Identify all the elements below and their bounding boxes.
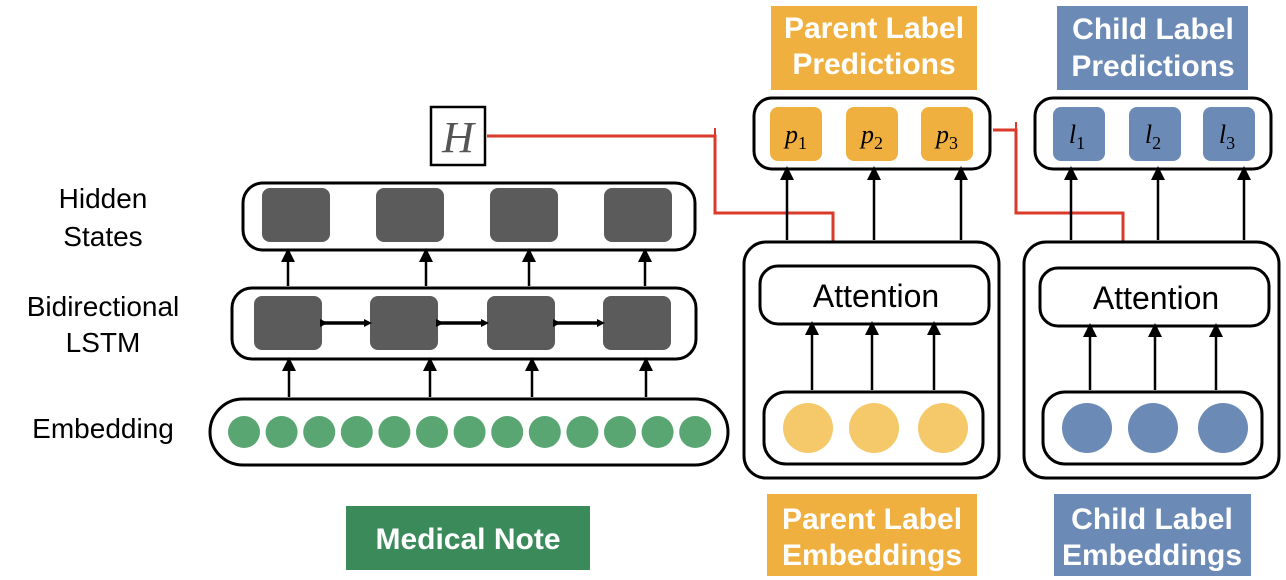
lstm-cell (254, 296, 322, 350)
child-embeddings-line2: Embeddings (1062, 539, 1242, 572)
embedding-dot (378, 416, 411, 448)
child-attention-label: Attention (1093, 280, 1219, 316)
hidden-states-container (241, 181, 697, 252)
embedding-dot (228, 416, 260, 448)
embedding-dot (265, 416, 298, 448)
h-symbol: H (441, 113, 476, 162)
parent-output-cell (921, 107, 973, 161)
hidden-state-cell (490, 188, 558, 242)
parent-embedding-dot (918, 403, 968, 453)
embedding-dot (566, 416, 599, 448)
child-output-cell (1203, 107, 1255, 161)
child-output-cell (1129, 107, 1181, 161)
hidden-states-label-line2: States (63, 221, 142, 252)
embedding-dot (340, 416, 373, 448)
embedding-label: Embedding (32, 413, 174, 444)
embedding-dot (453, 416, 486, 448)
parent-attention-label: Attention (813, 278, 939, 314)
child-embedding-dot (1198, 403, 1248, 453)
embedding-dots (228, 416, 712, 448)
child-output-cell (1053, 107, 1105, 161)
child-output-label: l3 (1219, 120, 1235, 153)
child-predictions-line1: Child Label (1072, 13, 1234, 46)
hidden-state-cell (604, 188, 672, 242)
hidden-state-cell (262, 188, 330, 242)
lstm-cell (487, 296, 555, 350)
parent-to-child-attention-connector (993, 128, 1131, 265)
parent-predictions-line1: Parent Label (784, 12, 964, 45)
child-embedding-dot (1062, 403, 1112, 453)
embedding-dot (641, 416, 674, 448)
embedding-dot (679, 416, 712, 448)
child-predictions-badge (1057, 6, 1248, 90)
embedding-dot (528, 416, 561, 448)
parent-output-label: p1 (783, 120, 807, 153)
parent-predictions-line2: Predictions (792, 48, 955, 81)
parent-output-label: p2 (859, 120, 883, 153)
child-embeddings-line1: Child Label (1071, 503, 1233, 536)
child-embedding-dot (1128, 403, 1178, 453)
parent-embedding-dot (849, 403, 899, 453)
embedding-dot (604, 416, 636, 448)
bilstm-label-line1: Bidirectional (27, 291, 180, 322)
medical-note-badge (346, 506, 590, 570)
hidden-state-cell (376, 188, 444, 242)
lstm-cell (603, 296, 671, 350)
parent-embeddings-line1: Parent Label (782, 503, 962, 536)
parent-output-cell (846, 107, 898, 161)
embedding-dot (303, 416, 336, 448)
child-output-label: l2 (1145, 120, 1161, 153)
h-matrix-box (429, 105, 487, 167)
medical-note-text: Medical Note (375, 523, 560, 556)
child-predictions-line2: Predictions (1071, 50, 1234, 83)
embedding-dot (491, 416, 524, 448)
embedding-dot (416, 416, 448, 448)
hidden-states-label-line1: Hidden (59, 183, 148, 214)
h-to-parent-attention-connector (487, 134, 841, 263)
parent-predictions-badge (771, 6, 977, 90)
parent-output-label: p3 (934, 120, 958, 153)
lstm-cell (370, 296, 438, 350)
parent-embeddings-badge (767, 494, 977, 576)
parent-embeddings-line2: Embeddings (782, 539, 962, 572)
parent-embedding-dot (783, 403, 833, 453)
parent-output-cell (770, 107, 822, 161)
child-output-label: l1 (1069, 120, 1085, 153)
child-embeddings-badge (1054, 494, 1251, 576)
bilstm-label-line2: LSTM (66, 327, 141, 358)
